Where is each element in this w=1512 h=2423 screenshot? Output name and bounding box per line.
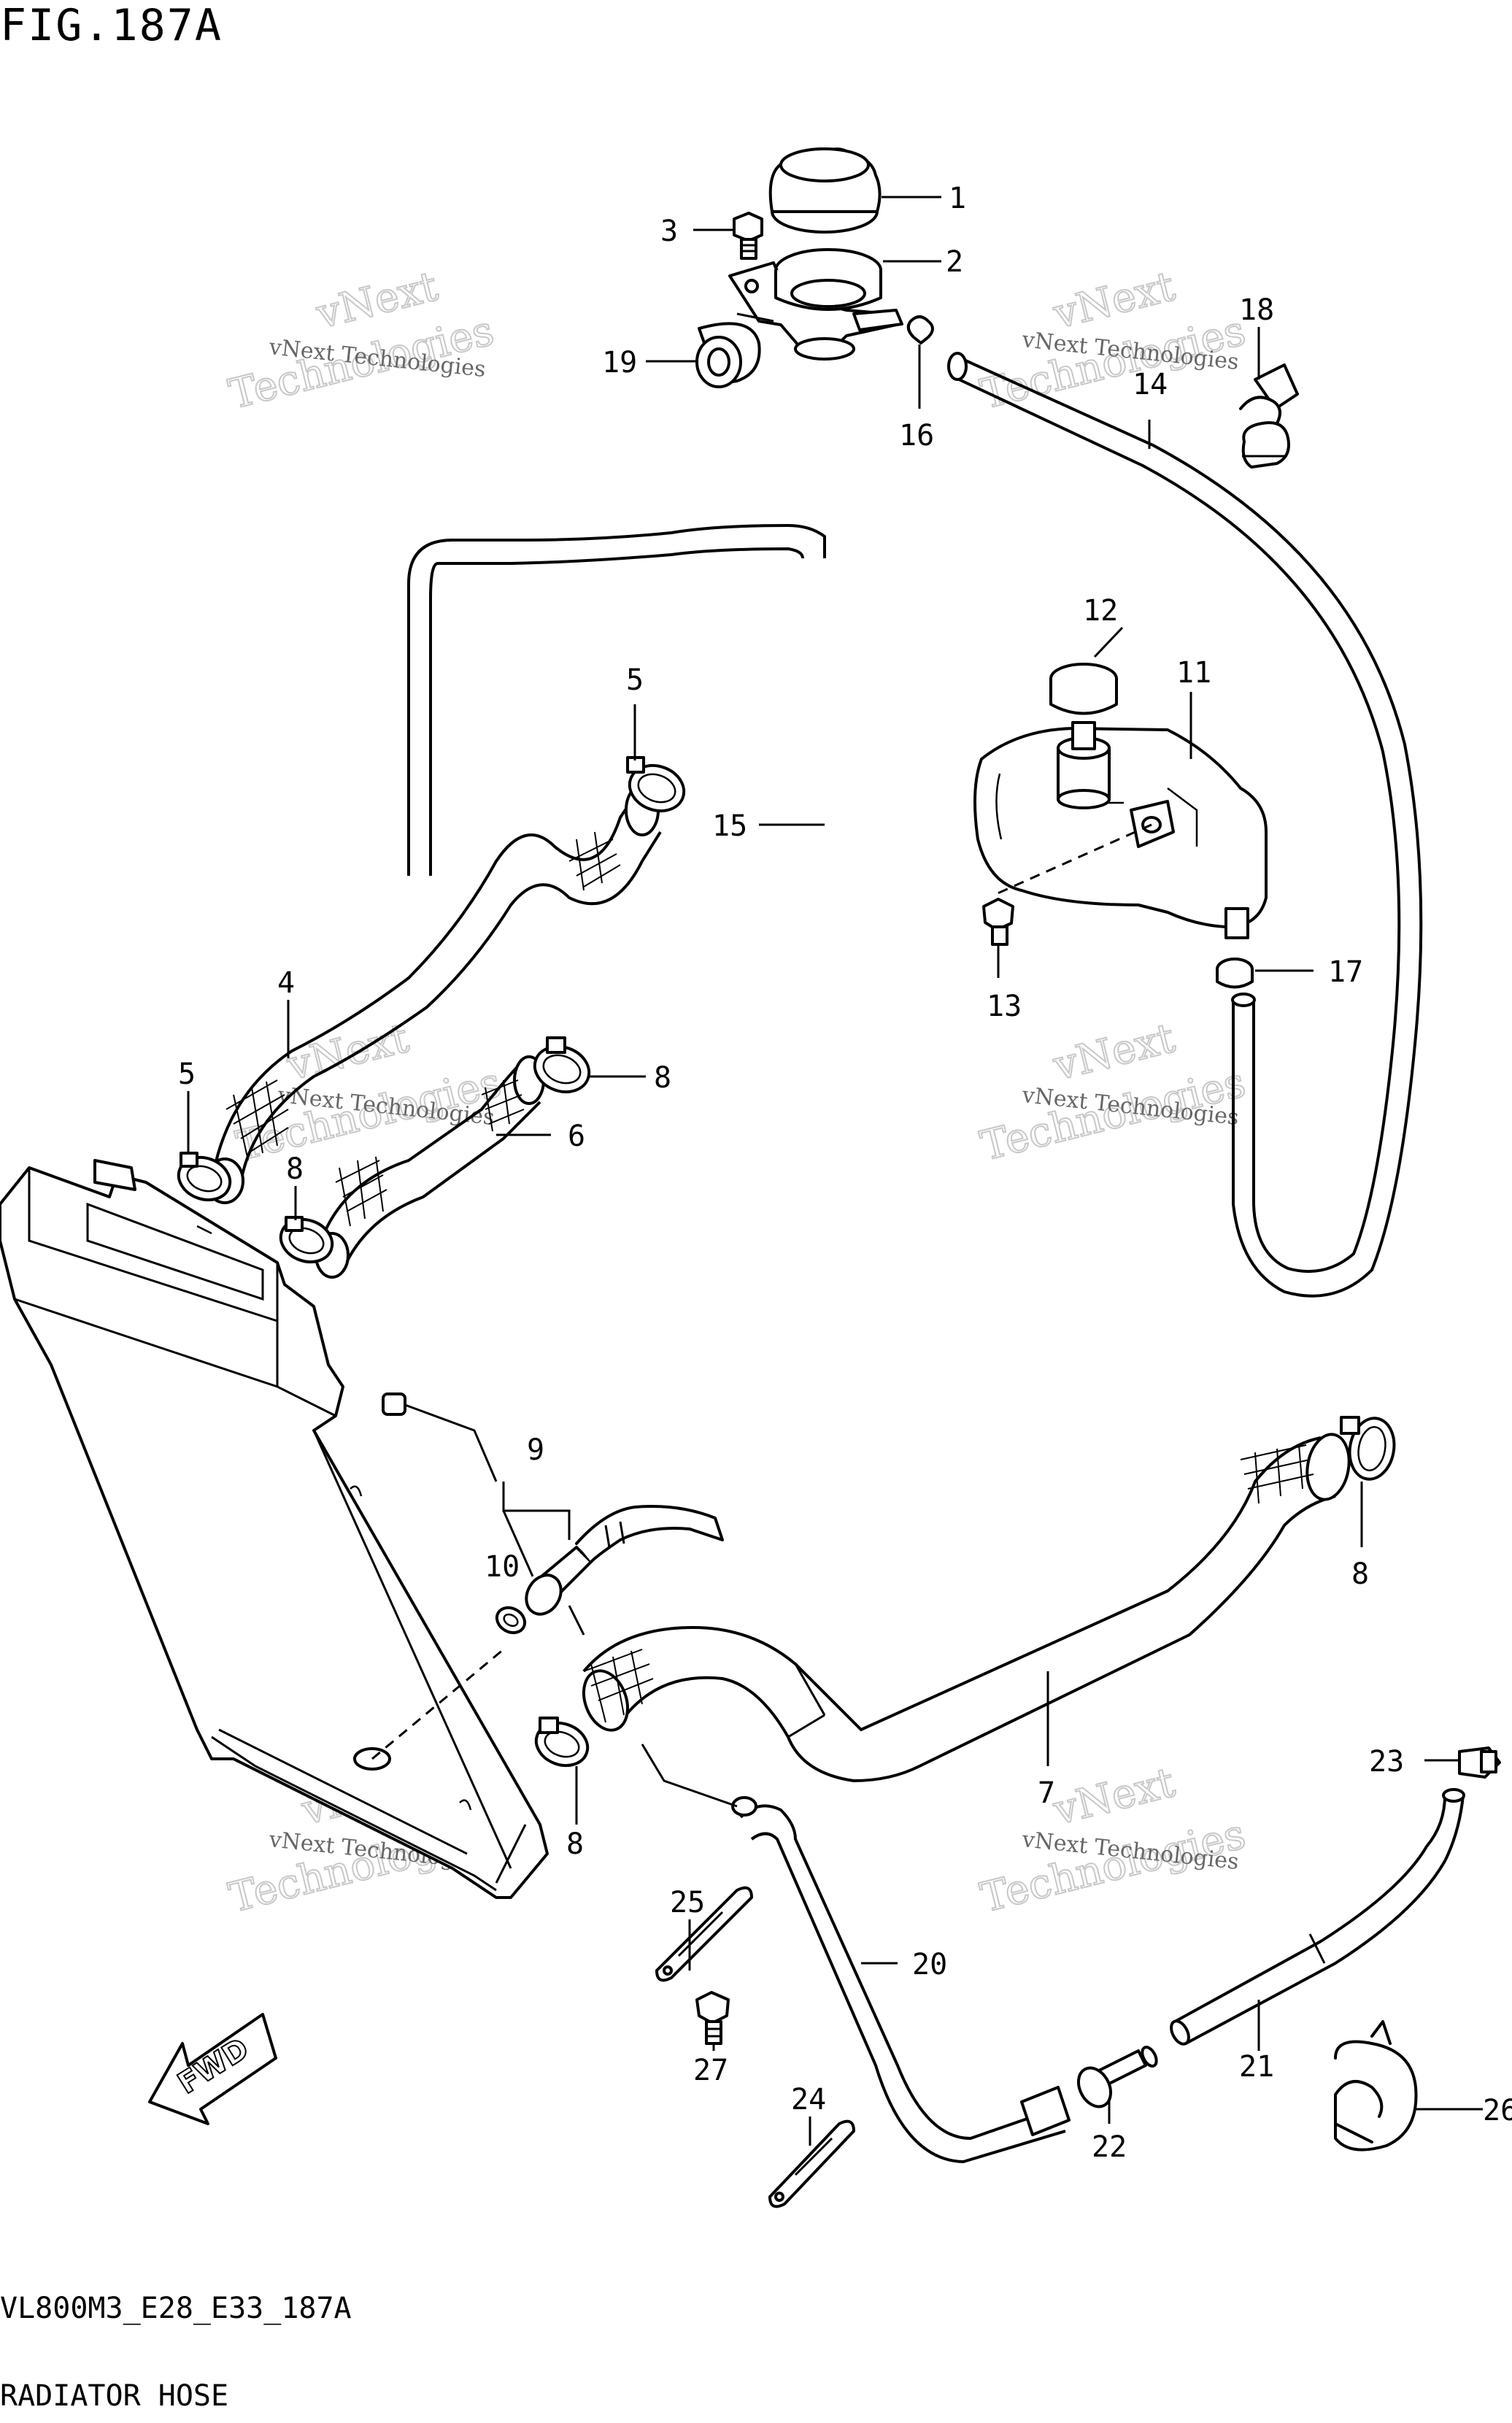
- callout-8-c: 8: [1351, 1557, 1369, 1591]
- callout-4: 4: [277, 966, 295, 1000]
- radiator-assembly: [0, 1159, 549, 1899]
- watermark-top-left: vNext Technologies vNext Technologies: [224, 262, 499, 420]
- part-10-o-ring[interactable]: [493, 1603, 530, 1638]
- part-8-hose-clamp-b[interactable]: [275, 1212, 339, 1268]
- part-23-clamp[interactable]: [1458, 1746, 1501, 1779]
- part-1-radiator-cap[interactable]: [768, 147, 882, 234]
- callout-8-d: 8: [566, 1827, 584, 1861]
- callout-20: 20: [912, 1948, 947, 1981]
- part-7-water-hose[interactable]: [576, 1431, 1354, 1783]
- tank-mount-tab: [995, 800, 1175, 895]
- part-8-hose-clamp-c[interactable]: [1340, 1414, 1399, 1482]
- callout-15: 15: [712, 809, 747, 843]
- svg-text:vNext: vNext: [282, 1014, 414, 1090]
- part-3-bolt[interactable]: [733, 212, 763, 260]
- switch-leader-lines: [502, 1482, 585, 1636]
- callout-12: 12: [1083, 594, 1118, 628]
- callout-26: 26: [1483, 2094, 1512, 2127]
- svg-text:vNext: vNext: [1049, 1759, 1180, 1835]
- hose-20-leader: [641, 1744, 738, 1808]
- callout-24: 24: [791, 2083, 826, 2116]
- part-5-hose-clamp-lower[interactable]: [173, 1150, 236, 1206]
- watermark-bottom-right: vNext Technologies vNext Technologies: [976, 1758, 1251, 1923]
- callout-leader-lines: [187, 196, 1483, 2146]
- callout-22: 22: [1092, 2130, 1127, 2164]
- callout-14: 14: [1133, 368, 1168, 401]
- callout-10: 10: [485, 1550, 520, 1584]
- callout-16: 16: [899, 419, 934, 452]
- part-15-overflow-hose[interactable]: [407, 523, 826, 876]
- callout-11: 11: [1176, 656, 1211, 690]
- part-25-hose-clamp-strap[interactable]: [655, 1886, 753, 1982]
- part-6-hose-mark: [335, 1079, 525, 1227]
- part-13-bolt[interactable]: [982, 898, 1014, 946]
- callout-13: 13: [987, 990, 1022, 1023]
- callout-23: 23: [1369, 1745, 1404, 1779]
- callout-6: 6: [568, 1120, 585, 1153]
- callout-3: 3: [660, 215, 678, 248]
- part-18-clamp[interactable]: [1239, 363, 1299, 469]
- figure-title: FIG.187A: [0, 0, 223, 51]
- callout-2: 2: [946, 245, 963, 279]
- part-16-clip[interactable]: [906, 315, 934, 344]
- callout-5-lower: 5: [178, 1058, 196, 1091]
- callout-7: 7: [1038, 1776, 1055, 1810]
- callout-1: 1: [949, 182, 966, 215]
- part-11-tank-neck[interactable]: [1057, 721, 1111, 809]
- part-4-hose-mark: [225, 831, 621, 1161]
- part-26-clamp[interactable]: [1334, 2020, 1418, 2152]
- callout-8-b: 8: [286, 1152, 304, 1186]
- part-11-reserve-tank[interactable]: [973, 727, 1268, 928]
- part-20-water-hose[interactable]: [731, 1796, 1071, 2164]
- part-14-siphon-hose[interactable]: [947, 352, 1423, 1298]
- part-27-bolt[interactable]: [695, 1991, 730, 2045]
- callout-8-a: 8: [654, 1061, 671, 1095]
- tank-outlet-spout: [1224, 907, 1249, 939]
- part-24-hose-clamp-strap[interactable]: [768, 2119, 855, 2208]
- diagram-code: VL800M3_E28_E33_187A: [0, 2292, 352, 2325]
- part-22-hose-joint[interactable]: [1072, 2045, 1159, 2112]
- part-17-clamp[interactable]: [1216, 958, 1254, 989]
- callout-19: 19: [602, 346, 637, 380]
- callout-5-upper: 5: [626, 663, 644, 697]
- part-9-fan-switch[interactable]: [520, 1505, 724, 1620]
- watermark-mid-left: vNext Technologies vNext Technologies: [231, 1014, 506, 1171]
- callout-9: 9: [527, 1433, 544, 1467]
- part-8-hose-clamp-d[interactable]: [531, 1716, 594, 1772]
- callout-17: 17: [1328, 955, 1363, 989]
- diagram-name: RADIATOR HOSE: [0, 2379, 229, 2413]
- callout-21: 21: [1239, 2050, 1274, 2084]
- forward-direction-arrow: FWD: [148, 2013, 277, 2125]
- part-2-filler-neck[interactable]: [728, 248, 903, 361]
- part-7-hose-mark: [583, 1444, 1314, 1723]
- callout-18: 18: [1239, 293, 1274, 327]
- part-21-bypass-hose[interactable]: [1168, 1788, 1465, 2047]
- callout-25: 25: [670, 1886, 705, 1919]
- part-12-tank-cap[interactable]: [1049, 663, 1118, 715]
- callout-27: 27: [693, 2054, 728, 2087]
- watermark-top-right: vNext Technologies vNext Technologies: [976, 262, 1251, 420]
- part-8-hose-clamp-a[interactable]: [528, 1036, 595, 1099]
- watermark-mid-right: vNext Technologies vNext Technologies: [976, 1014, 1251, 1171]
- part-19-clamp[interactable]: [695, 322, 761, 388]
